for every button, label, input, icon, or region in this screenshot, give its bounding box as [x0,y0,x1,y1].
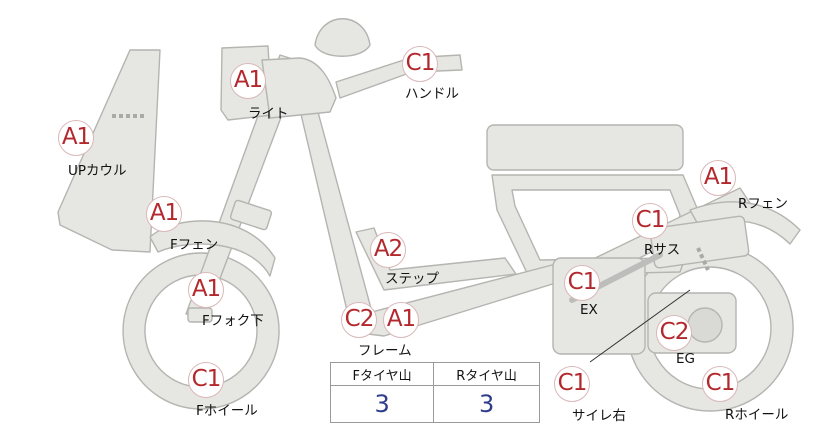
rear-wheel-rating-badge: C1 [702,366,738,402]
exhaust-rating-badge: C1 [564,265,600,301]
rear-suspension-rating-badge: C1 [632,203,668,239]
up-cowl-rating-badge: A1 [58,120,94,156]
up-cowl-shape [57,49,161,253]
rear-fender-label: Rフェン [738,196,788,212]
step-shape [355,227,517,291]
front-fender-label: Fフェン [170,237,219,253]
rear-fender-rating-badge: A1 [700,160,736,196]
handle-cover-shape [261,57,337,119]
engine-label: EG [676,351,695,367]
tire-tread-table: Fタイヤ山 Rタイヤ山 3 3 [329,362,540,423]
up-cowl-label: UPカウル [68,163,127,179]
rear-tire-value: 3 [433,385,540,423]
front-tire-value: 3 [329,385,435,423]
silencer-right-label: サイレ右 [572,408,626,424]
frame-rating-badge-a1: A1 [383,302,419,338]
frame-rating-badge-c2: C2 [341,302,377,338]
engine-rating-badge: C2 [656,315,692,351]
step-rating-badge: A2 [370,232,406,268]
handle-rating-badge: C1 [402,46,438,82]
light-rating-badge: A1 [230,63,266,99]
front-fender-rating-badge: A1 [146,196,182,232]
exhaust-label: EX [580,302,598,318]
step-label: ステップ [385,271,439,287]
front-wheel-label: Fホイール [196,403,258,419]
seat-shape [486,124,684,171]
front-fender-shape [149,220,276,277]
front-fork-lower-label: Fフォク下 [202,313,264,329]
rear-wheel-label: Rホイール [725,407,789,423]
mirror-shape [314,18,371,57]
light-label: ライト [248,106,289,122]
rear-suspension-label: Rサス [644,242,681,258]
front-fork-lower-rating-badge: A1 [188,272,224,308]
front-wheel-rating-badge: C1 [188,362,224,398]
handle-label: ハンドル [405,86,459,102]
rear-tire-header: Rタイヤ山 [433,362,540,386]
frame-label: フレーム [358,343,412,359]
front-tire-header: Fタイヤ山 [329,362,435,386]
silencer-right-rating-badge: C1 [554,366,590,402]
